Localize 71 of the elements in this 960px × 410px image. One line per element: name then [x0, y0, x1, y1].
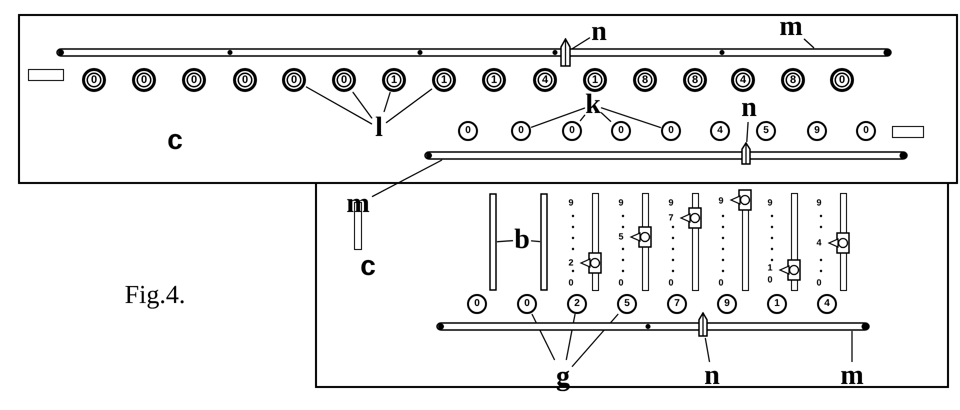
number-wheel: 0: [332, 68, 356, 92]
leader-line: [530, 240, 540, 242]
number-wheel: 1: [482, 68, 506, 92]
number-wheel: 4: [710, 121, 730, 141]
number-wheel: 0: [856, 121, 876, 141]
number-wheel: 1: [432, 68, 456, 92]
number-wheel: 1: [382, 68, 406, 92]
leader-line: [580, 114, 586, 122]
scale-digit: 0: [816, 278, 822, 288]
number-wheel: 4: [731, 68, 755, 92]
leader-line: [570, 37, 590, 50]
number-wheel: 8: [633, 68, 657, 92]
scale-digit: 9: [618, 198, 624, 208]
leader-line: [704, 338, 710, 362]
reference-letter: n: [704, 362, 720, 390]
scale-digit: 1: [768, 264, 772, 272]
number-wheel: 5: [756, 121, 776, 141]
reference-letter: m: [779, 13, 803, 41]
reference-letter: n: [741, 94, 757, 122]
number-wheel: 1: [583, 68, 607, 92]
leader-line: [851, 331, 853, 362]
number-wheel: 0: [458, 121, 478, 141]
number-wheel: 0: [82, 68, 106, 92]
number-wheel: 0: [182, 68, 206, 92]
number-wheel: 0: [661, 121, 681, 141]
leader-line: [530, 107, 586, 128]
scale-digit: 0: [618, 278, 624, 288]
scale-digit: 5: [618, 232, 624, 242]
reference-letter: n: [591, 18, 607, 46]
scale-digit: 0: [668, 278, 674, 288]
leader-line: [352, 92, 372, 119]
number-wheel: 0: [562, 121, 582, 141]
scale-digit: 7: [668, 214, 674, 222]
reference-letter: m: [840, 362, 864, 390]
reference-letter: b: [514, 226, 530, 254]
leader-line: [383, 92, 391, 112]
scale-digit: 9: [718, 196, 724, 206]
number-wheel: 0: [132, 68, 156, 92]
number-wheel: 0: [282, 68, 306, 92]
reference-letter: k: [585, 91, 601, 119]
reference-letter: c: [360, 252, 376, 280]
number-wheel: 4: [533, 68, 557, 92]
figure-label: Fig.4.: [124, 282, 186, 308]
number-wheel: 0: [611, 121, 631, 141]
number-wheel: 0: [233, 68, 257, 92]
number-wheel: 8: [781, 68, 805, 92]
reference-letter: l: [375, 114, 383, 142]
leader-line: [746, 122, 749, 142]
reference-letter: c: [167, 126, 183, 154]
number-wheel: 9: [807, 121, 827, 141]
number-wheel: 0: [830, 68, 854, 92]
leader-line: [600, 112, 612, 122]
leader-line: [572, 314, 619, 368]
leader-line: [496, 240, 514, 242]
leader-line: [306, 86, 372, 125]
leader-line: [804, 38, 814, 48]
scale-digit: 9: [668, 198, 674, 208]
leader-line: [372, 159, 442, 198]
scale-digit: 9: [568, 198, 574, 208]
number-wheel: 0: [511, 121, 531, 141]
reference-letter: m: [346, 190, 370, 218]
scale-digit: 0: [718, 278, 724, 288]
scale-digit: 9: [816, 198, 822, 208]
number-wheel: 8: [683, 68, 707, 92]
leader-line: [386, 88, 432, 124]
scale-digit: 0: [768, 276, 772, 284]
scale-digit: 4: [816, 238, 822, 248]
scale-digit: 0: [568, 278, 574, 288]
scale-digit: 9: [768, 198, 772, 208]
scale-digit: 2: [568, 258, 574, 268]
leader-line: [600, 107, 662, 128]
